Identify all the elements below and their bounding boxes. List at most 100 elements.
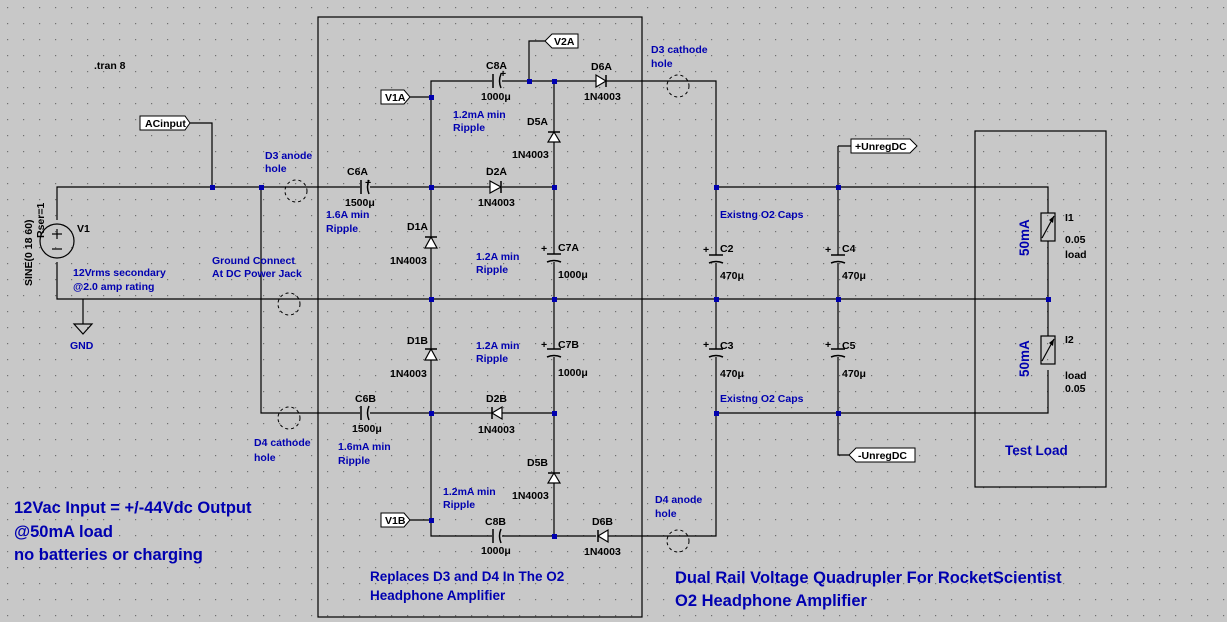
hole-d4-anode bbox=[666, 529, 690, 553]
ripple-c6b-1: 1.6mA min bbox=[338, 441, 391, 453]
cap-c4[interactable]: + bbox=[825, 244, 846, 264]
c2-value: 470μ bbox=[720, 270, 744, 282]
ripple-c7a-1: 1.2A min bbox=[476, 251, 519, 263]
d2b-name: D2B bbox=[486, 393, 507, 405]
cap-c6a[interactable]: + bbox=[360, 177, 371, 195]
c3-name: C3 bbox=[720, 340, 734, 352]
d1a-name: D1A bbox=[407, 221, 428, 233]
flag-v1a[interactable]: V1A bbox=[380, 89, 411, 105]
ground-symbol bbox=[72, 323, 94, 335]
v1-label: V1 bbox=[77, 223, 90, 235]
ripple-c7b-1: 1.2A min bbox=[476, 340, 519, 352]
svg-text:V2A: V2A bbox=[554, 36, 575, 48]
c7b-name: C7B bbox=[558, 339, 579, 351]
svg-text:+: + bbox=[825, 244, 831, 256]
c6b-value: 1500μ bbox=[352, 423, 382, 435]
c7b-value: 1000μ bbox=[558, 367, 588, 379]
note-d3-anode-1: D3 anode bbox=[265, 150, 312, 162]
d6a-name: D6A bbox=[591, 61, 612, 73]
note-d4-anode-2: hole bbox=[655, 508, 677, 520]
hole-d3-anode bbox=[284, 179, 308, 203]
d2b-value: 1N4003 bbox=[478, 424, 515, 436]
summary-line3: no batteries or charging bbox=[14, 546, 203, 564]
d2a-value: 1N4003 bbox=[478, 197, 515, 209]
diode-d2a[interactable] bbox=[489, 179, 503, 195]
svg-text:+: + bbox=[825, 339, 831, 351]
note-ground-1: Ground Connect bbox=[212, 255, 295, 267]
cap-c8b[interactable] bbox=[492, 528, 502, 544]
hole-d3-cathode bbox=[666, 74, 690, 98]
note-d3-cathode-2: hole bbox=[651, 58, 673, 70]
diode-d6b[interactable] bbox=[596, 528, 609, 544]
d1b-name: D1B bbox=[407, 335, 428, 347]
summary-line2: @50mA load bbox=[14, 523, 113, 541]
cap-c6b[interactable] bbox=[360, 405, 370, 421]
hole-ground bbox=[277, 292, 301, 316]
c8a-value: 1000μ bbox=[481, 91, 511, 103]
flag-unreg-neg[interactable]: -UnregDC bbox=[848, 447, 916, 463]
c4-value: 470μ bbox=[842, 270, 866, 282]
ripple-c8b-2: Ripple bbox=[443, 499, 475, 511]
diode-d6a[interactable] bbox=[595, 73, 608, 89]
replacement-board-box[interactable] bbox=[317, 16, 643, 618]
c6b-name: C6B bbox=[355, 393, 376, 405]
c8a-name: C8A bbox=[486, 60, 507, 72]
i1-name: I1 bbox=[1065, 212, 1074, 224]
c5-value: 470μ bbox=[842, 368, 866, 380]
svg-text:+: + bbox=[541, 339, 547, 351]
cap-c5[interactable]: + bbox=[825, 339, 846, 358]
v1-spec: SINE(0 18 60) bbox=[23, 219, 35, 286]
title-line1: Dual Rail Voltage Quadrupler For RocketS… bbox=[675, 569, 1062, 587]
v1-rser: Rser=1 bbox=[35, 203, 47, 238]
c2-name: C2 bbox=[720, 243, 734, 255]
flag-unreg-pos[interactable]: +UnregDC bbox=[850, 138, 918, 154]
flag-v1b[interactable]: V1B bbox=[380, 512, 411, 528]
d5b-name: D5B bbox=[527, 457, 548, 469]
cap-c7a[interactable]: + bbox=[541, 243, 562, 263]
svg-text:ACinput: ACinput bbox=[145, 118, 186, 130]
ripple-c6a-2: Ripple bbox=[326, 223, 358, 235]
diode-d5b[interactable] bbox=[546, 471, 562, 484]
tran-directive[interactable]: .tran 8 bbox=[94, 60, 126, 72]
c7a-name: C7A bbox=[558, 242, 579, 254]
test-load-label: Test Load bbox=[1005, 443, 1068, 458]
i2-load: load bbox=[1065, 370, 1087, 382]
i2-value: 0.05 bbox=[1065, 383, 1086, 395]
svg-text:+: + bbox=[703, 339, 709, 351]
d5a-name: D5A bbox=[527, 116, 548, 128]
cap-c8a[interactable]: + bbox=[492, 68, 506, 89]
flag-acinput[interactable]: ACinput bbox=[139, 115, 191, 131]
c4-name: C4 bbox=[842, 243, 856, 255]
d2a-name: D2A bbox=[486, 166, 507, 178]
source-note-line1: 12Vrms secondary bbox=[73, 267, 166, 279]
ripple-c8a-1: 1.2mA min bbox=[453, 109, 506, 121]
junctions bbox=[210, 79, 1051, 539]
diode-d2b[interactable] bbox=[490, 405, 503, 421]
hole-d4-cathode bbox=[277, 406, 301, 430]
ripple-c6b-2: Ripple bbox=[338, 455, 370, 467]
cap-c3[interactable]: + bbox=[703, 339, 724, 358]
svg-text:-UnregDC: -UnregDC bbox=[858, 450, 907, 462]
c6a-name: C6A bbox=[347, 166, 368, 178]
note-d3-anode-2: hole bbox=[265, 163, 287, 175]
svg-text:V1A: V1A bbox=[385, 92, 406, 104]
d6b-name: D6B bbox=[592, 516, 613, 528]
diode-d5a[interactable] bbox=[546, 130, 562, 143]
cap-c7b[interactable]: + bbox=[541, 339, 562, 358]
test-load-box[interactable] bbox=[974, 130, 1107, 488]
diode-d1b[interactable] bbox=[423, 347, 439, 361]
c8b-name: C8B bbox=[485, 516, 506, 528]
cap-c2[interactable]: + bbox=[703, 244, 724, 264]
flag-v2a[interactable]: V2A bbox=[544, 33, 579, 49]
note-caps-top: Existng O2 Caps bbox=[720, 209, 804, 221]
current-source-i2[interactable] bbox=[1040, 335, 1056, 365]
diode-d1a[interactable] bbox=[423, 235, 439, 249]
note-d4-cathode-2: hole bbox=[254, 452, 276, 464]
d5b-value: 1N4003 bbox=[512, 490, 549, 502]
source-v1[interactable]: V1 SINE(0 18 60) Rser=1 bbox=[23, 203, 90, 286]
d1a-value: 1N4003 bbox=[390, 255, 427, 267]
current-source-i1[interactable] bbox=[1040, 212, 1056, 242]
ripple-c7a-2: Ripple bbox=[476, 264, 508, 276]
